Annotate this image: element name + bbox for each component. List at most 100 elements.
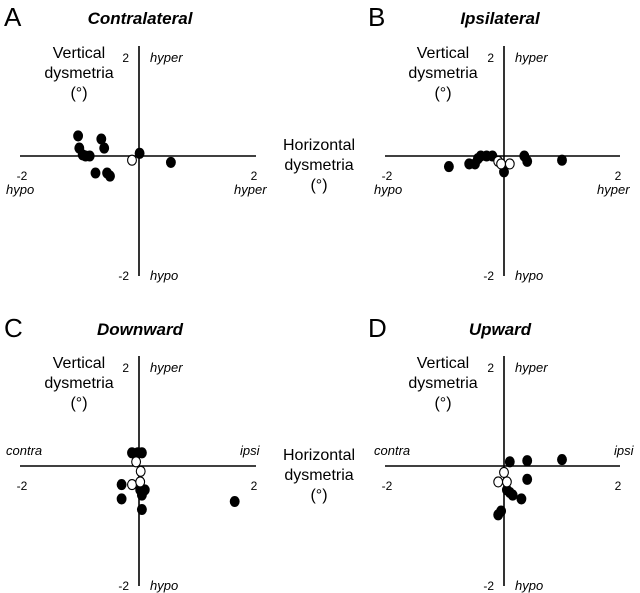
filled-data-point (493, 509, 504, 521)
filled-data-point (84, 150, 95, 162)
y-tick-label-max: 2 (122, 361, 129, 375)
y-direction-label-pos: hyper (515, 50, 548, 65)
data-points (73, 130, 176, 182)
filled-data-point (99, 142, 110, 154)
y-tick-label-max: 2 (487, 51, 494, 65)
y-axis-title-line-2: dysmetria (408, 375, 477, 392)
y-tick-label-max: 2 (122, 51, 129, 65)
data-points (116, 447, 240, 516)
panel-title: Upward (469, 320, 532, 339)
filled-data-point (134, 147, 145, 159)
y-axis-title-line-3: (°) (434, 85, 451, 102)
filled-data-point (557, 154, 567, 166)
x-direction-label-pos: hyper (234, 182, 267, 197)
filled-data-point (557, 454, 567, 466)
panel-title: Downward (97, 320, 184, 339)
x-tick-label-min: -2 (17, 479, 28, 493)
panel-a: A Contralateral Vertical dysmetria (°) H… (4, 2, 355, 283)
x-tick-label-min: -2 (17, 169, 28, 183)
x-direction-label-pos: hyper (597, 182, 630, 197)
x-tick-label-max: 2 (615, 479, 622, 493)
x-direction-label-neg: hypo (374, 182, 402, 197)
y-axis-title-line-1: Vertical (53, 355, 105, 372)
y-tick-label-min: -2 (118, 269, 129, 283)
filled-data-point (504, 456, 515, 468)
filled-data-point (516, 493, 527, 505)
open-data-point (496, 158, 507, 170)
filled-data-point (165, 156, 176, 168)
panel-letter: B (368, 2, 385, 32)
filled-data-point (136, 489, 147, 501)
y-axis-title-line-3: (°) (70, 395, 87, 412)
panel-letter: D (368, 313, 387, 343)
x-axis-title-line-2: dysmetria (284, 467, 353, 484)
y-direction-label-neg: hypo (515, 578, 543, 593)
filled-data-point (73, 130, 84, 142)
filled-data-point (90, 167, 101, 179)
panel-b: B Ipsilateral Vertical dysmetria (°) -2 … (368, 2, 630, 283)
y-direction-label-neg: hypo (150, 268, 178, 283)
x-tick-label-min: -2 (382, 479, 393, 493)
y-axis-title-line-1: Vertical (417, 355, 469, 372)
x-tick-label-max: 2 (615, 169, 622, 183)
y-axis-title-line-3: (°) (70, 85, 87, 102)
filled-data-point (116, 479, 127, 491)
open-data-point (504, 158, 515, 170)
y-tick-label-min: -2 (483, 269, 494, 283)
x-tick-label-min: -2 (382, 169, 393, 183)
filled-data-point (105, 170, 115, 182)
y-axis-title-line-2: dysmetria (44, 65, 113, 82)
open-data-point (127, 154, 137, 166)
panel-letter: C (4, 313, 23, 343)
x-axis-title-line-1: Horizontal (283, 137, 355, 154)
open-data-point (135, 476, 146, 488)
open-data-point (131, 456, 142, 468)
x-direction-label-neg: contra (6, 443, 42, 458)
x-axis-title-line-2: dysmetria (284, 157, 353, 174)
panel-title: Ipsilateral (460, 9, 541, 28)
y-tick-label-min: -2 (483, 579, 494, 593)
panel-d: D Upward Vertical dysmetria (°) -2 2 2 -… (368, 313, 635, 593)
y-tick-label-max: 2 (487, 361, 494, 375)
open-data-point (499, 466, 509, 478)
y-axis-title-line-2: dysmetria (408, 65, 477, 82)
x-tick-label-max: 2 (251, 169, 258, 183)
filled-data-point (136, 503, 147, 516)
data-points (493, 454, 567, 521)
filled-data-point (522, 455, 533, 467)
y-direction-label-pos: hyper (515, 360, 548, 375)
y-axis-title-line-1: Vertical (53, 45, 105, 62)
y-tick-label-min: -2 (118, 579, 129, 593)
filled-data-point (116, 493, 127, 505)
panel-c: C Downward Vertical dysmetria (°) Horizo… (4, 313, 355, 593)
data-points (443, 150, 567, 178)
y-axis-title-line-2: dysmetria (44, 375, 113, 392)
filled-data-point (229, 495, 240, 508)
open-data-point (501, 476, 512, 488)
filled-data-point (522, 155, 533, 167)
x-direction-label-pos: ipsi (614, 443, 635, 458)
open-data-point (493, 476, 504, 488)
panel-letter: A (4, 2, 22, 32)
panel-title: Contralateral (88, 9, 194, 28)
x-axis-title-line-3: (°) (310, 177, 327, 194)
filled-data-point (96, 133, 107, 145)
x-direction-label-pos: ipsi (240, 443, 261, 458)
open-data-point (127, 479, 137, 491)
y-axis-title-line-1: Vertical (417, 45, 469, 62)
x-direction-label-neg: hypo (6, 182, 34, 197)
filled-data-point (522, 473, 533, 485)
y-direction-label-neg: hypo (150, 578, 178, 593)
x-axis-title-line-3: (°) (310, 487, 327, 504)
open-data-point (135, 465, 146, 477)
x-direction-label-neg: contra (374, 443, 410, 458)
x-axis-title-line-1: Horizontal (283, 447, 355, 464)
filled-data-point (136, 447, 147, 459)
filled-data-point (443, 161, 454, 173)
y-direction-label-neg: hypo (515, 268, 543, 283)
x-tick-label-max: 2 (251, 479, 258, 493)
y-axis-title-line-3: (°) (434, 395, 451, 412)
y-direction-label-pos: hyper (150, 50, 183, 65)
filled-data-point (507, 489, 518, 501)
